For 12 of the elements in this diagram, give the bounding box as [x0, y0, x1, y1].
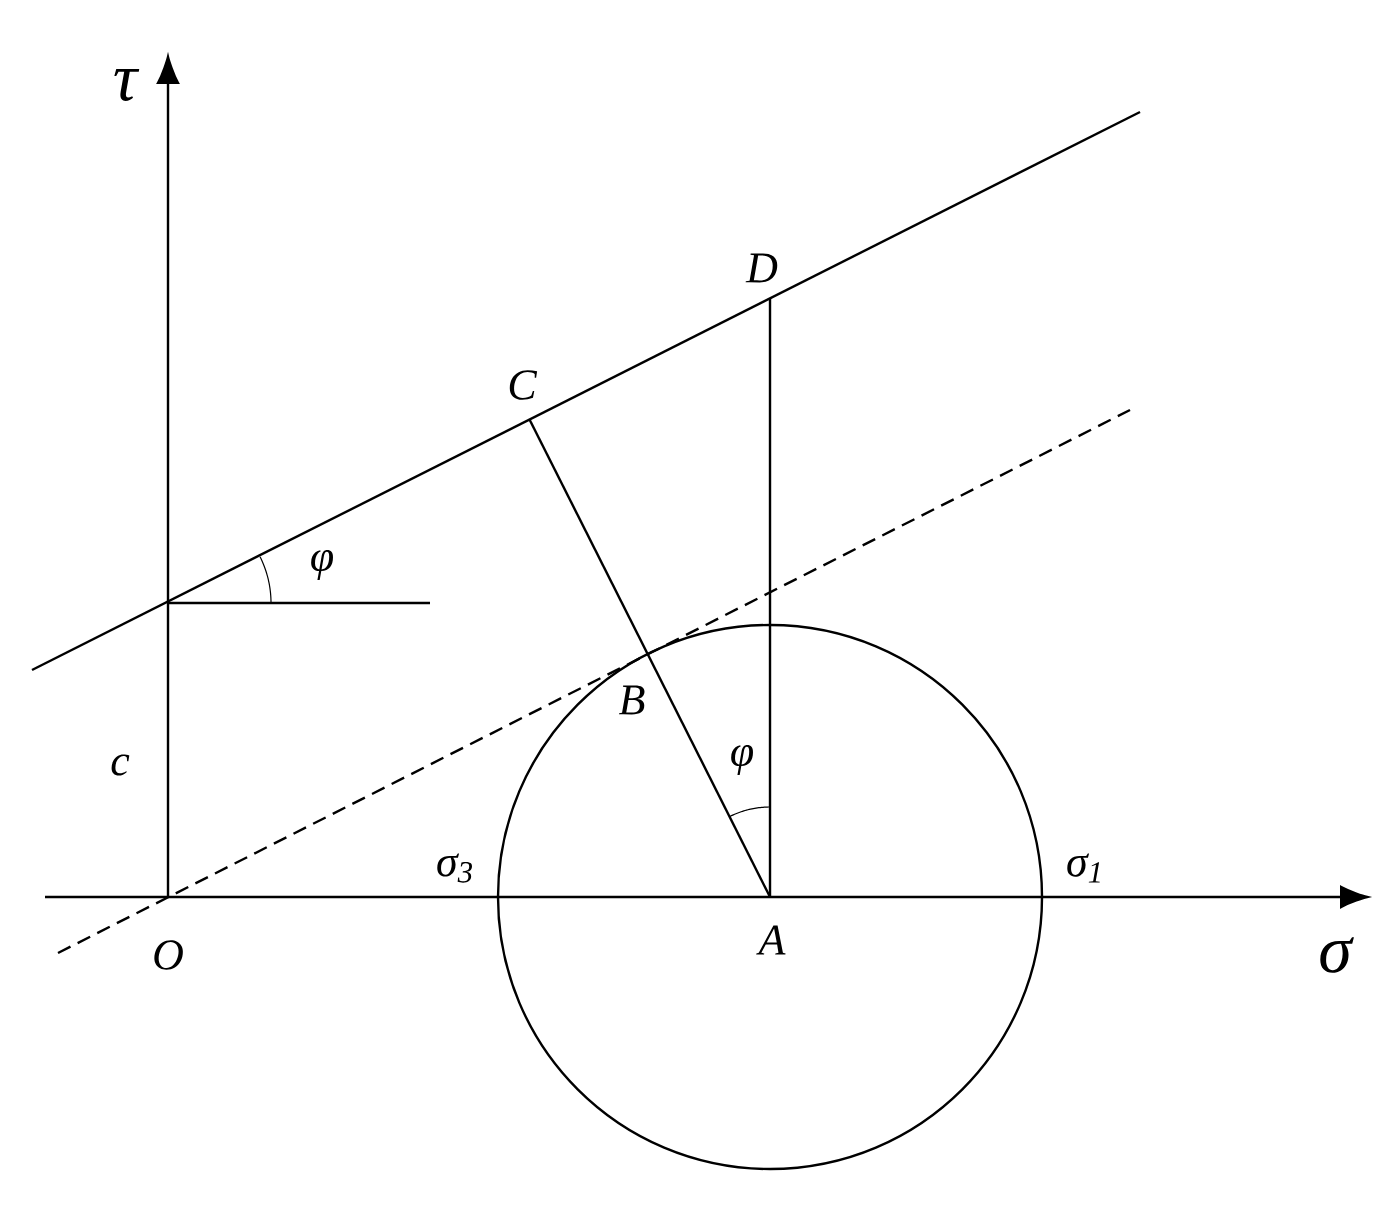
stress-label: σ$_{1}$	[1067, 853, 1100, 883]
point-label: A	[756, 925, 786, 955]
point-label: B	[619, 685, 645, 715]
stress-label: σ$_{3}$	[437, 853, 472, 883]
angle-label: φ	[311, 549, 333, 581]
point-label: C	[509, 370, 538, 400]
angle-label: φ	[731, 744, 753, 776]
axis-label: σ	[1320, 937, 1354, 973]
point-label: O	[154, 940, 183, 970]
point-label: D	[745, 253, 778, 283]
variable-label: c	[111, 754, 130, 776]
axis-label: τ	[114, 69, 140, 101]
